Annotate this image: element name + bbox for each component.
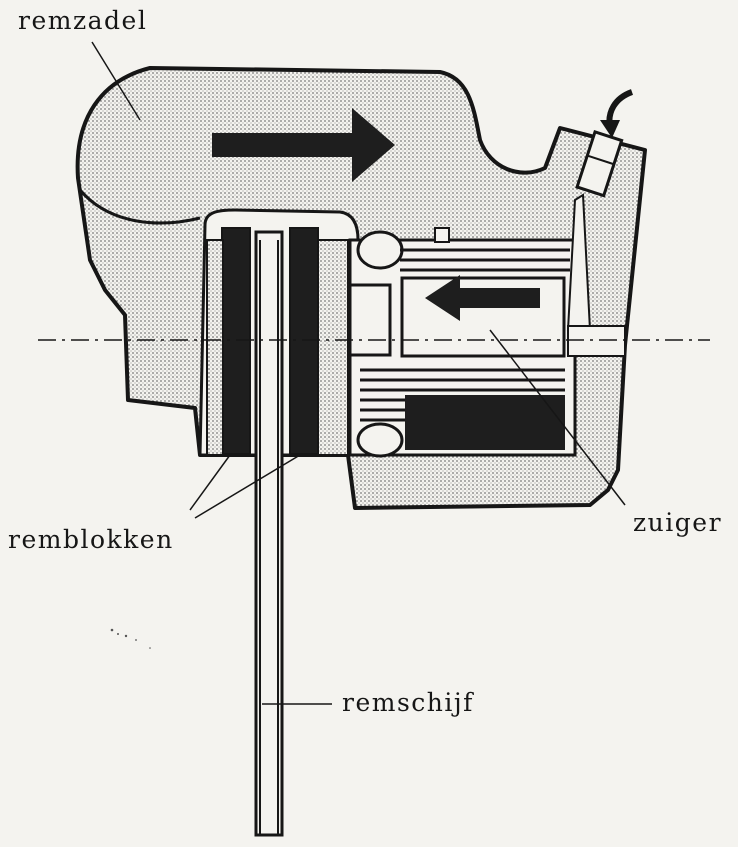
piston-seal-dark bbox=[405, 395, 565, 450]
leader-remblokken-1 bbox=[189, 454, 231, 511]
leader-zuiger bbox=[489, 329, 626, 506]
brake-pad-right bbox=[289, 227, 319, 455]
bleed-nipple bbox=[575, 129, 624, 198]
label-remschijf: remschijf bbox=[342, 688, 474, 717]
label-zuiger: zuiger bbox=[633, 508, 723, 537]
label-remblokken: remblokken bbox=[8, 525, 174, 554]
pressure-arrow-icon bbox=[600, 89, 634, 138]
seal-ring-bottom bbox=[356, 422, 404, 458]
piston-movement-arrow bbox=[425, 275, 540, 321]
scan-specks bbox=[110, 628, 151, 649]
piston-stripes bbox=[360, 248, 570, 422]
seal-ring-top bbox=[356, 230, 404, 270]
leader-remblokken-2 bbox=[194, 454, 301, 519]
caliper-movement-arrow bbox=[212, 108, 395, 182]
leader-remzadel bbox=[91, 41, 141, 121]
brake-pad-left bbox=[221, 227, 251, 455]
label-remzadel: remzadel bbox=[18, 6, 148, 35]
